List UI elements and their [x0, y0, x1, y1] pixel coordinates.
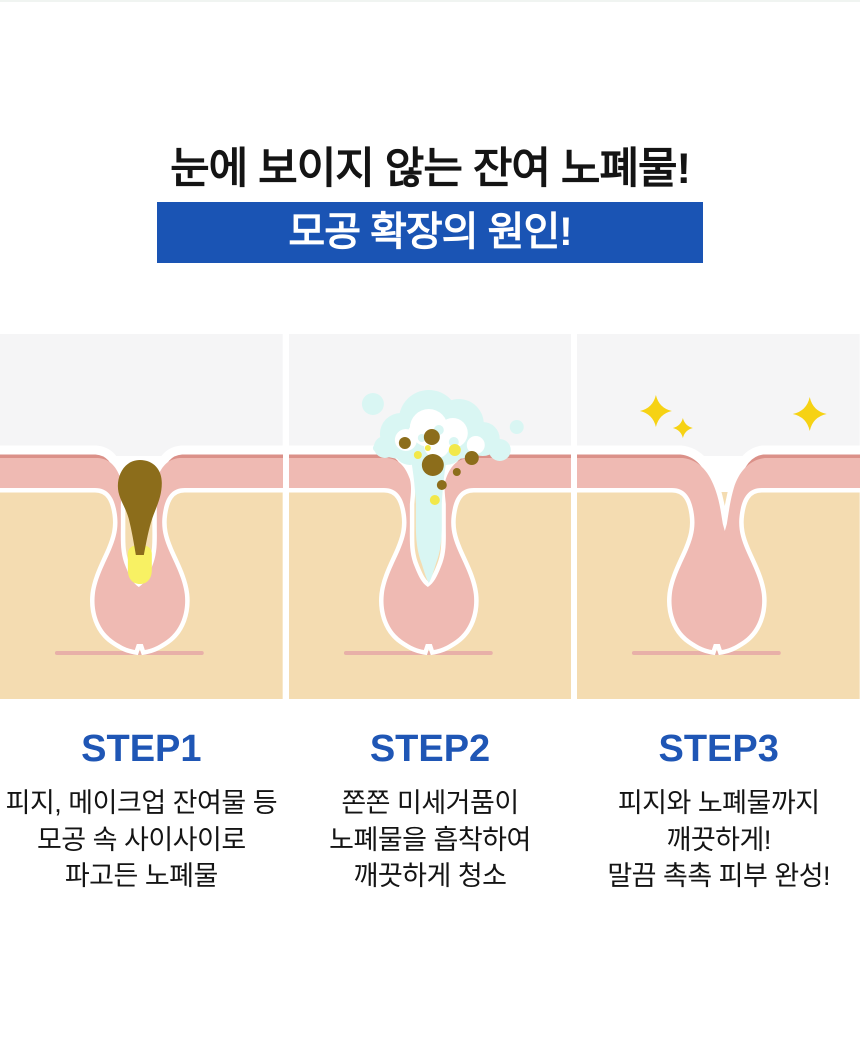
- step3-illustration: [577, 334, 860, 699]
- epidermis-fill: [288, 458, 572, 650]
- air-background: [577, 334, 860, 456]
- step2-illustration: [288, 334, 572, 699]
- step3-text: 피지와 노폐물까지 깨끗하게! 말끔 촉촉 피부 완성!: [607, 788, 831, 891]
- step1-label: STEP1: [81, 728, 202, 770]
- air-background: [0, 334, 283, 456]
- epidermis-fill: [577, 458, 860, 650]
- skin-cross-section-clean: [577, 334, 860, 699]
- cause-banner-label: 모공 확장의 원인!: [288, 210, 572, 254]
- step1-caption: STEP1 피지, 메이크업 잔여물 등 모공 속 사이사이로 파고든 노폐물: [0, 723, 283, 895]
- sebum-plug-icon: [117, 460, 162, 555]
- debris-dots: [398, 429, 479, 505]
- sebum-yellow-icon: [127, 545, 152, 584]
- step2-caption: STEP2 쫀쫀 미세거품이 노폐물을 흡착하여 깨끗하게 청소: [289, 723, 572, 895]
- steps-caption-row: STEP1 피지, 메이크업 잔여물 등 모공 속 사이사이로 파고든 노폐물 …: [0, 723, 860, 895]
- skin-cross-section-clogged: [0, 334, 283, 699]
- cause-banner: 모공 확장의 원인!: [157, 202, 703, 263]
- pore-illustration-row: [0, 334, 860, 699]
- sparkle-icon: [793, 397, 828, 431]
- step2-label: STEP2: [369, 728, 491, 770]
- top-edge-strip: [0, 0, 860, 2]
- step1-text: 피지, 메이크업 잔여물 등 모공 속 사이사이로 파고든 노폐물: [5, 788, 278, 891]
- skin-cross-section-foam: [288, 334, 572, 699]
- step3-label: STEP3: [658, 728, 779, 770]
- step2-text: 쫀쫀 미세거품이 노폐물을 흡착하여 깨끗하게 청소: [329, 788, 531, 891]
- epidermis-fill: [0, 458, 283, 650]
- page-title: 눈에 보이지 않는 잔여 노폐물!: [170, 145, 691, 193]
- step1-illustration: [0, 334, 283, 699]
- step3-caption: STEP3 피지와 노폐물까지 깨끗하게! 말끔 촉촉 피부 완성!: [577, 723, 860, 895]
- sparkle-icon: [640, 395, 673, 427]
- sparkle-icon: [673, 418, 694, 438]
